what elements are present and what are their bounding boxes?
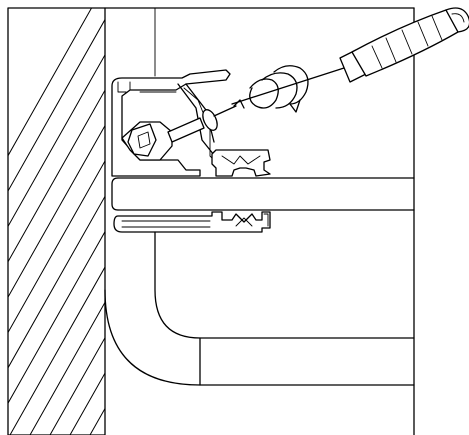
duct-bend [104, 231, 415, 386]
rotation-arrow-icon [233, 65, 309, 113]
screwdriver-icon [231, 7, 469, 105]
panel-frame [104, 7, 415, 435]
lower-profile-strip [113, 211, 271, 233]
horizontal-rail [111, 177, 415, 211]
wall-hatching [7, 7, 106, 435]
screw-icon [167, 105, 237, 143]
